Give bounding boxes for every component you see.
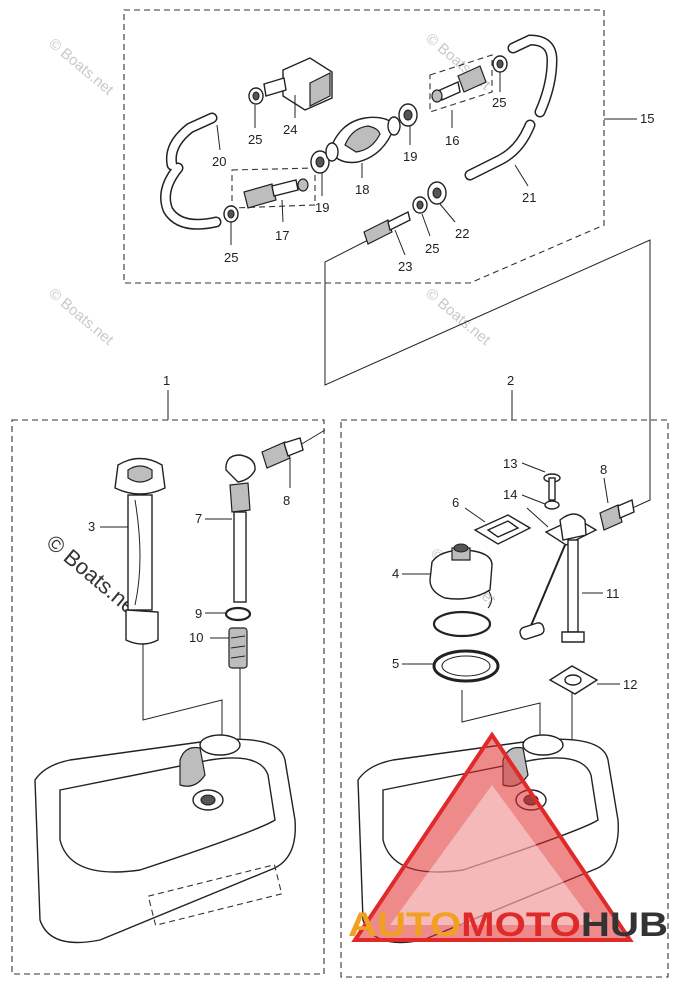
hose-connection-line <box>324 234 651 511</box>
callouts: 25 24 20 25 17 19 18 19 16 25 15 21 22 2… <box>88 72 654 692</box>
tank-1-boundary <box>11 419 325 975</box>
callout-23: 23 <box>398 259 412 274</box>
assembly-line <box>142 642 223 735</box>
callout-22: 22 <box>455 226 469 241</box>
tank-2-group <box>340 419 669 978</box>
filter-part-10 <box>228 627 248 669</box>
callout-25: 25 <box>224 250 238 265</box>
sleeve-part-19 <box>310 103 418 174</box>
connection-lines <box>142 118 651 760</box>
tank-2-boundary <box>340 419 669 978</box>
tank-1-group <box>11 419 325 975</box>
sleeve-part-22 <box>427 181 447 205</box>
callout-6: 6 <box>452 495 459 510</box>
callout-9: 9 <box>195 606 202 621</box>
watermark: © Boats.net <box>45 285 117 349</box>
washer-part-14 <box>544 500 560 510</box>
callout-14: 14 <box>503 487 517 502</box>
fuel-gauge-part-11 <box>519 513 598 643</box>
callout-8: 8 <box>600 462 607 477</box>
callout-25: 25 <box>425 241 439 256</box>
connector-part-23 <box>363 210 411 245</box>
callout-3: 3 <box>88 519 95 534</box>
o-ring-part-9 <box>224 606 252 622</box>
hose-assembly-parts <box>160 34 558 245</box>
callout-18: 18 <box>355 182 369 197</box>
callout-24: 24 <box>283 122 297 137</box>
fuel-gauge-part-3 <box>114 457 166 645</box>
brand-text-moto: MOTO <box>461 906 581 944</box>
connector-16-boundary <box>429 54 493 113</box>
retaining-ring-part-5 <box>432 649 500 683</box>
callout-13: 13 <box>503 456 517 471</box>
callout-10: 10 <box>189 630 203 645</box>
tank-connector-part-24 <box>263 57 333 111</box>
connector-17-boundary <box>231 167 316 209</box>
gasket-part-6 <box>473 514 532 545</box>
leader-line <box>526 507 549 528</box>
callout-25: 25 <box>492 95 506 110</box>
callout-16: 16 <box>445 133 459 148</box>
connector-part-17 <box>243 178 309 209</box>
callout-19: 19 <box>315 200 329 215</box>
connector-part-8-tank-2 <box>599 499 635 531</box>
callout-25: 25 <box>248 132 262 147</box>
callout-19: 19 <box>403 149 417 164</box>
screw-part-13 <box>543 473 561 501</box>
brand-text-auto: AUTO <box>348 906 461 944</box>
hose-assembly-boundary <box>123 9 605 284</box>
primer-bulb-part-18 <box>325 116 401 164</box>
callout-8: 8 <box>283 493 290 508</box>
fuel-tank-body-1 <box>34 734 296 944</box>
hose-connection-line <box>299 429 326 446</box>
callout-11: 11 <box>606 586 620 601</box>
callout-7: 7 <box>195 511 202 526</box>
watermark: © Boats.net <box>422 285 494 349</box>
hose-assembly-group <box>123 9 605 284</box>
connector-part-8 <box>261 437 304 469</box>
assembly-line <box>461 690 541 745</box>
hose-clamp-part-25 <box>223 55 508 223</box>
connector-part-16 <box>431 65 487 103</box>
gasket-part-12 <box>548 665 599 695</box>
callout-17: 17 <box>275 228 289 243</box>
callout-4: 4 <box>392 566 399 581</box>
watermark-group: © Boats.net © Boats.net © Boats.net © Bo… <box>42 30 499 844</box>
callout-5: 5 <box>392 656 399 671</box>
callout-20: 20 <box>212 154 226 169</box>
fuel-cap-part-4 <box>429 543 493 609</box>
callout-2: 2 <box>507 373 514 388</box>
tank-1-parts <box>34 437 304 944</box>
callout-21: 21 <box>522 190 536 205</box>
brand-text-hub: HUB <box>581 906 668 944</box>
watermark: © Boats.net <box>45 35 117 99</box>
pickup-tube-part-7 <box>225 454 256 603</box>
o-ring-cap <box>432 610 492 638</box>
callout-15: 15 <box>640 111 654 126</box>
callout-1: 1 <box>163 373 170 388</box>
triangle-logo-icon <box>351 731 634 942</box>
callout-12: 12 <box>623 677 637 692</box>
